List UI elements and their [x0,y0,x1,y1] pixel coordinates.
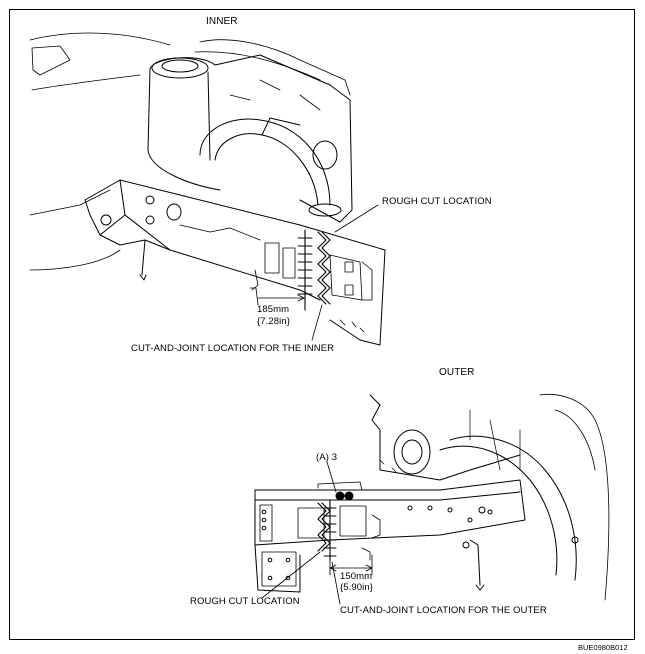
figure-frame [9,9,635,640]
inner-dimension-in: {7.28in} [257,316,291,327]
outer-dimension-mm: 150mm [340,571,373,582]
inner-view-title: INNER [206,16,238,27]
inner-dimension-mm: 185mm [257,304,290,315]
spot-weld-label: (A) 3 [316,452,338,463]
outer-view-drawing [254,394,610,605]
inner-cut-joint-label: CUT-AND-JOINT LOCATION FOR THE INNER [131,343,335,354]
inner-view-drawing [29,32,386,346]
outer-cut-joint-label: CUT-AND-JOINT LOCATION FOR THE OUTER [340,605,547,616]
inner-rough-cut-label: ROUGH CUT LOCATION [382,196,492,207]
figure-code: BUE0980B012 [578,643,628,652]
outer-dimension-in: {5.90in} [340,582,374,593]
outer-rough-cut-label: ROUGH CUT LOCATION [190,596,300,607]
outer-view-title: OUTER [439,367,475,378]
